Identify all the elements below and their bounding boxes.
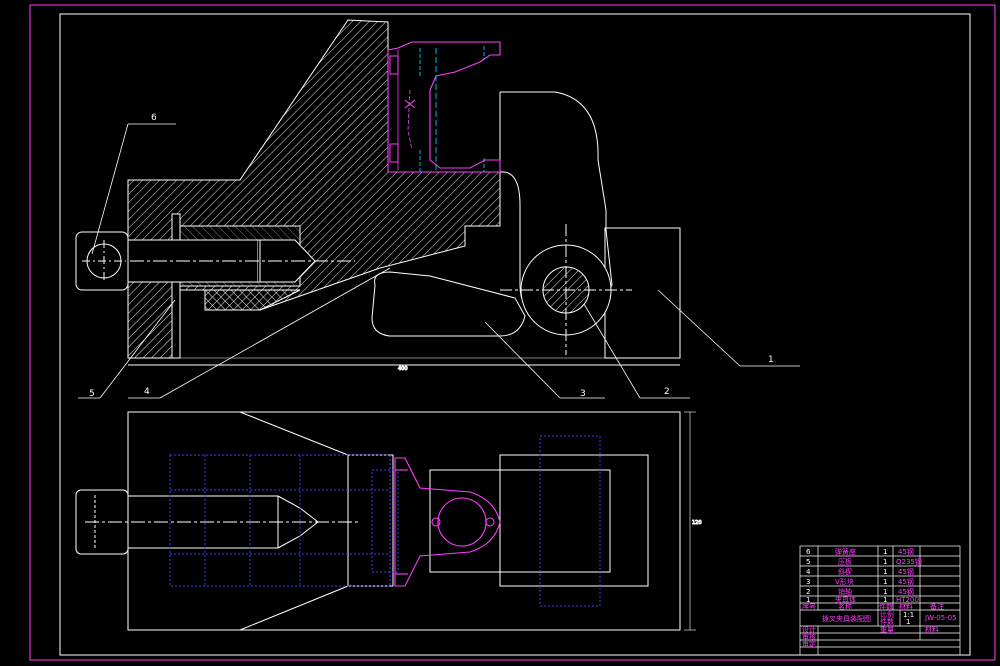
callout-6: 6 xyxy=(151,113,157,123)
sheets-label: 件数 xyxy=(880,617,894,626)
weight-label: 重量 xyxy=(880,626,894,634)
row-6-qty: 1 xyxy=(883,548,887,556)
front-view: 400 xyxy=(75,19,681,373)
row-1-material: HT200 xyxy=(896,596,919,604)
row-1-name: 夹具体 xyxy=(835,595,856,604)
row-5-no: 5 xyxy=(806,558,810,566)
callout-2: 2 xyxy=(664,387,670,397)
callout-5: 5 xyxy=(89,389,95,399)
row-5-qty: 1 xyxy=(883,558,887,566)
row-5-material: Q235钢 xyxy=(896,557,922,566)
top-view-hidden xyxy=(169,435,601,607)
callout-3: 3 xyxy=(580,389,586,399)
header-qty: 件数 xyxy=(879,602,893,611)
callouts xyxy=(78,123,800,399)
callout-4: 4 xyxy=(144,387,150,397)
sheet-material-label: 材料 xyxy=(925,625,939,634)
row-4-no: 4 xyxy=(806,568,811,576)
drawing-number: JW-05-05 xyxy=(924,614,957,622)
row-3-material: 45钢 xyxy=(898,577,914,586)
row-3-qty: 1 xyxy=(883,578,887,586)
base-plate-top xyxy=(127,411,681,631)
top-view: 120 xyxy=(75,411,702,631)
header-name: 名称 xyxy=(838,602,852,611)
front-dimension-text: 400 xyxy=(398,366,408,372)
row-5-name: 压板 xyxy=(838,557,852,566)
workpiece-hole xyxy=(437,497,487,547)
workpiece-top xyxy=(394,457,501,587)
row-1-qty: 1 xyxy=(883,596,887,604)
callout-1: 1 xyxy=(768,355,774,365)
designer-label: 设计 xyxy=(802,625,816,634)
row-2-name: 销轴 xyxy=(838,587,852,596)
row-3-name: V形块 xyxy=(835,577,854,586)
row-2-qty: 1 xyxy=(883,588,887,596)
row-3-no: 3 xyxy=(806,578,810,586)
title-block xyxy=(799,545,961,656)
top-dimension-text: 120 xyxy=(692,520,702,526)
scale-label: 比例 xyxy=(880,610,894,619)
sheets-value: 1 xyxy=(906,618,910,626)
row-6-material: 45钢 xyxy=(898,547,914,556)
checker-label: 审核 xyxy=(802,632,816,641)
approver-label: 审定 xyxy=(802,639,816,648)
pivot-support xyxy=(604,227,681,359)
row-4-material: 45钢 xyxy=(898,567,914,576)
parts-list: 6 弹簧座 1 45钢 5 压板 1 Q235钢 4 斜楔 1 45钢 3 V形… xyxy=(802,547,957,648)
row-1-no: 1 xyxy=(806,596,810,604)
row-2-no: 2 xyxy=(806,588,810,596)
header-no: 序号 xyxy=(802,602,816,611)
drawing-title: 拨叉夹具装配图 xyxy=(822,614,871,623)
row-6-no: 6 xyxy=(806,548,811,556)
row-2-material: 45钢 xyxy=(898,587,914,596)
row-4-name: 斜楔 xyxy=(838,567,852,576)
scale-value: 1:1 xyxy=(903,611,914,619)
workpiece-front xyxy=(387,41,501,173)
v-block xyxy=(371,271,526,337)
header-material: 材料 xyxy=(899,602,913,611)
row-4-qty: 1 xyxy=(883,568,887,576)
header-note: 备注 xyxy=(930,602,944,611)
inner-frame xyxy=(59,13,971,656)
row-6-name: 弹簧座 xyxy=(835,547,856,556)
outer-frame xyxy=(29,4,996,661)
